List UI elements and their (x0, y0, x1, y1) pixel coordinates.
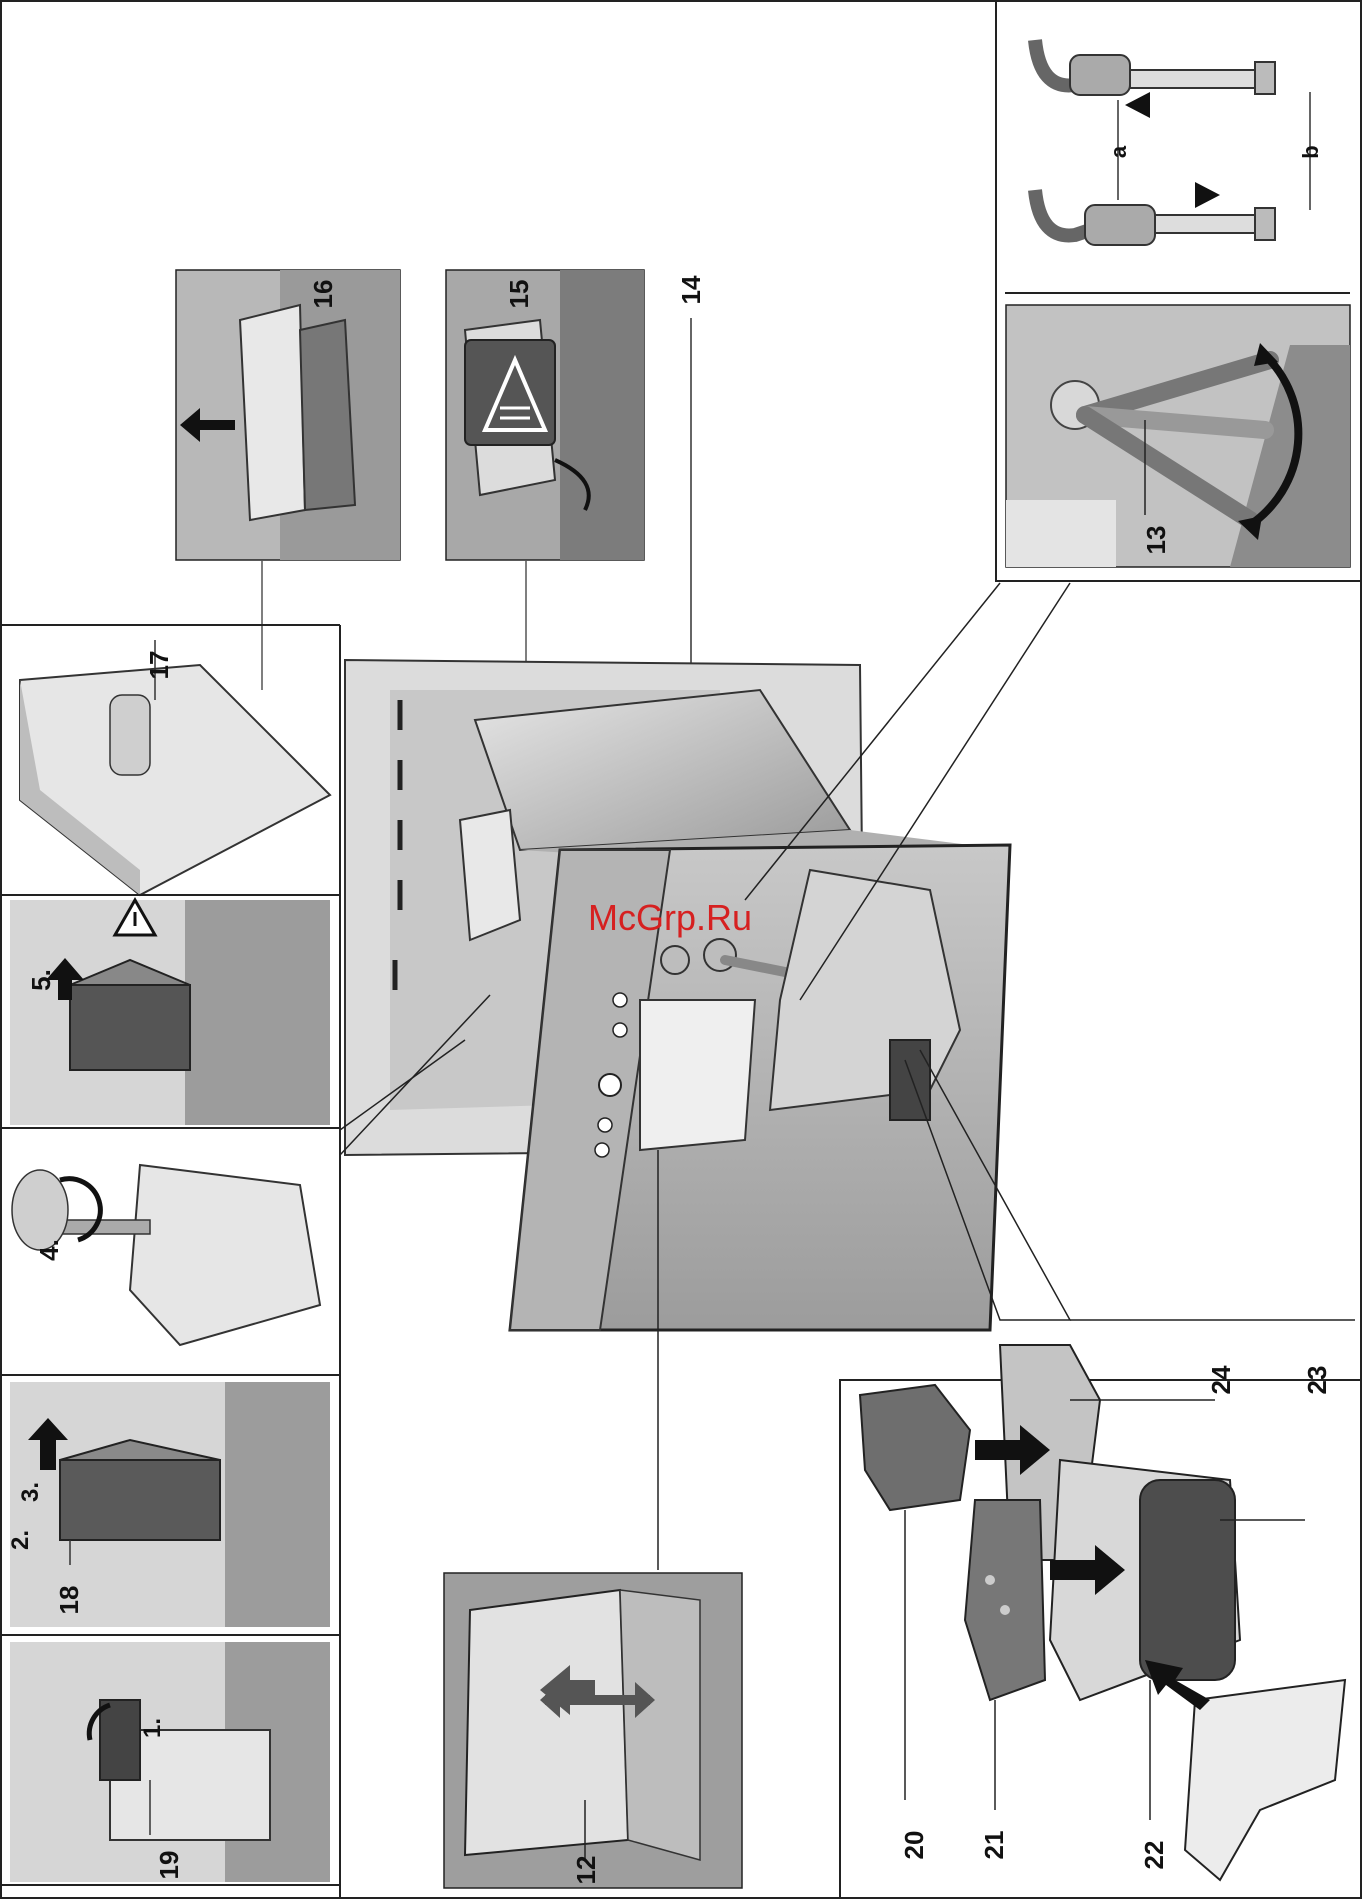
watermark-text: McGrp.Ru (588, 897, 752, 938)
label-16: 16 (308, 280, 338, 309)
label-14: 14 (676, 275, 706, 304)
label-19: 19 (154, 1851, 184, 1880)
label-a: a (1106, 145, 1131, 158)
step-1-panel: 1. 19 (10, 1642, 330, 1882)
label-23: 23 (1302, 1366, 1332, 1395)
label-13: 13 (1141, 526, 1171, 555)
step-5-panel: 5. (10, 900, 330, 1125)
step-4-label: 4. (34, 1239, 64, 1261)
step-2-label: 2. (7, 1530, 34, 1550)
label-20: 20 (899, 1831, 929, 1860)
label-21: 21 (979, 1831, 1009, 1860)
step-3-label: 3. (17, 1482, 44, 1502)
label-15: 15 (504, 280, 534, 309)
label-24: 24 (1206, 1365, 1236, 1394)
label-22: 22 (1139, 1841, 1169, 1870)
label-b: b (1298, 145, 1323, 158)
label-17: 17 (144, 651, 174, 680)
detail-12: 12 (444, 1573, 742, 1888)
label-12: 12 (571, 1856, 601, 1885)
label-18: 18 (54, 1586, 84, 1615)
milk-pipe-swivel-detail: 13 (1006, 305, 1350, 567)
step-5-label: 5. (26, 969, 56, 991)
step-2-3-panel: 3. 2. 18 (7, 1382, 330, 1627)
step-1-label: 1. (139, 1718, 166, 1738)
